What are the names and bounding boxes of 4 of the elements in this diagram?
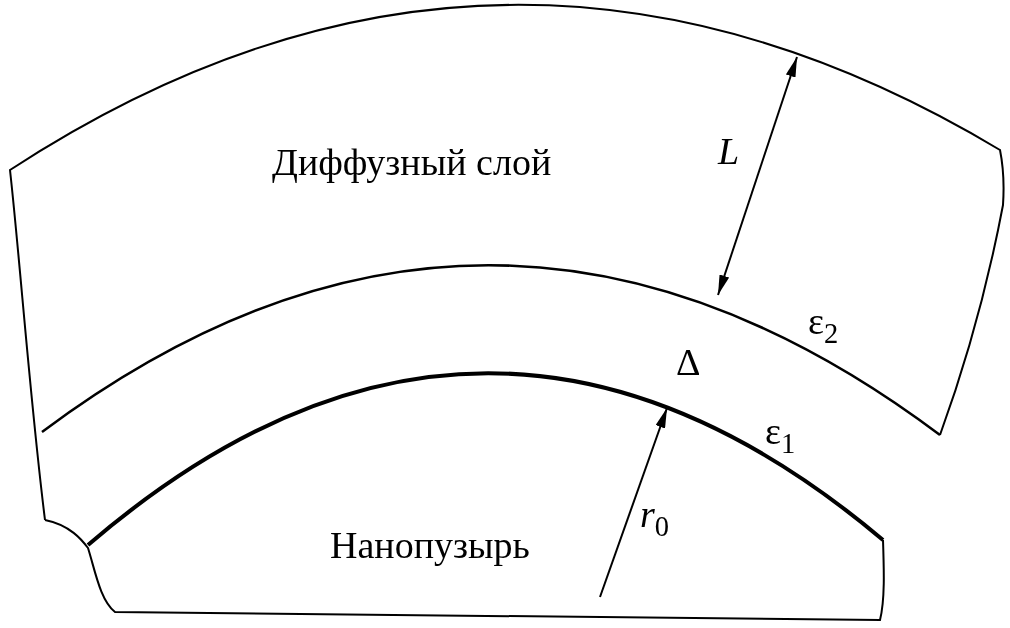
dimension-label: L <box>718 132 740 170</box>
region-label: Нанопузырь <box>330 526 530 564</box>
layer-label: Δ <box>676 343 701 381</box>
region-label: Диффузный слой <box>272 143 552 181</box>
